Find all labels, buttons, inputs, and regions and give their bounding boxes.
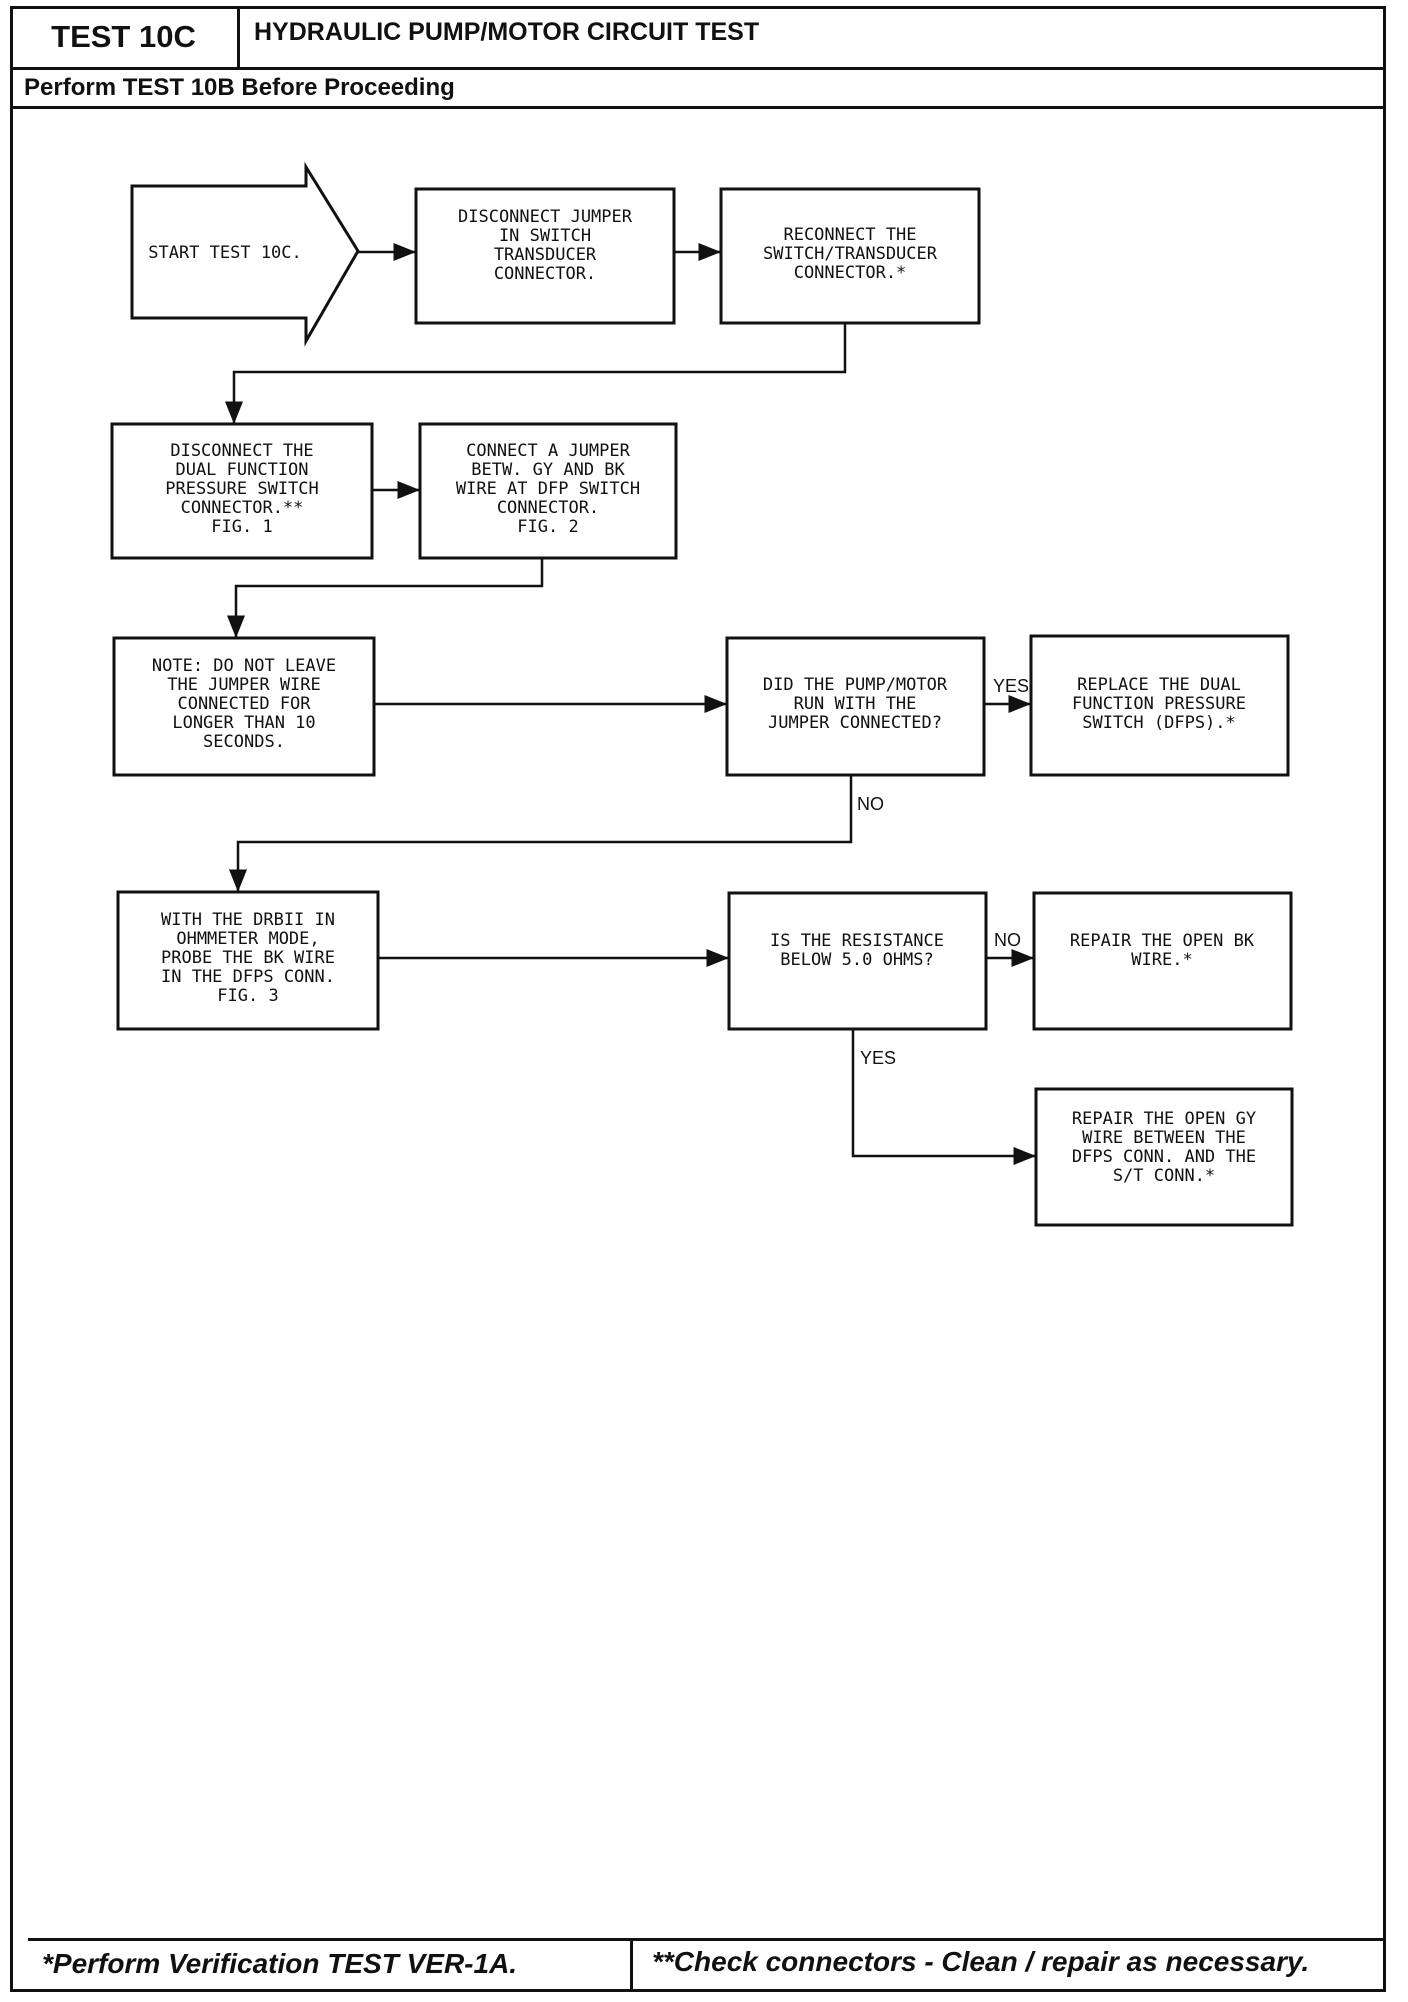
box-text-line: DISCONNECT THE <box>170 441 313 461</box>
box-text-line: WITH THE DRBII IN <box>161 910 335 930</box>
connector-jumper-to-note <box>227 558 544 638</box>
page-frame <box>10 6 1386 1992</box>
box-text-line: PROBE THE BK WIRE <box>161 948 335 968</box>
box-text-line: CONNECTOR. <box>494 264 596 284</box>
repair-gy-box <box>1034 1087 1294 1227</box>
box-text-line: SWITCH (DFPS).* <box>1082 713 1236 733</box>
box-text-line: SECONDS. <box>203 732 285 752</box>
pump-question-box <box>725 636 986 777</box>
box-text-line: FIG. 3 <box>217 986 278 1006</box>
box-text-line: TRANSDUCER <box>494 245 597 265</box>
box-text-line: RUN WITH THE <box>794 694 917 714</box>
start-arrow <box>130 161 360 347</box>
box-text-line: NOTE: DO NOT LEAVE <box>152 656 336 676</box>
box-text-line: IN THE DFPS CONN. <box>161 967 335 987</box>
label-resistance-yes: YES <box>860 1048 896 1068</box>
footer-verification-note: *Perform Verification TEST VER-1A. <box>42 1948 518 1979</box>
box-text-line: RECONNECT THE <box>783 225 916 245</box>
box-text-line: DISCONNECT JUMPER <box>458 207 633 227</box>
box-text-line: CONNECTOR.** <box>181 498 304 518</box>
connector-pump-no <box>229 775 853 892</box>
box-text-line: IN SWITCH <box>499 226 591 246</box>
box-text-line: DFPS CONN. AND THE <box>1072 1147 1256 1167</box>
box-text-line: WIRE.* <box>1131 950 1192 970</box>
connector-resistance-yes <box>851 1029 1036 1165</box>
replace-dfps-box <box>1029 634 1290 777</box>
box-text-line: LONGER THAN 10 <box>172 713 315 733</box>
box-text-line: DID THE PUMP/MOTOR <box>763 675 948 695</box>
footer-rule <box>28 1938 1386 1941</box>
prerequisite-note: Perform TEST 10B Before Proceeding <box>24 74 455 101</box>
box-text-line: S/T CONN.* <box>1113 1166 1215 1186</box>
box-text-line: BELOW 5.0 OHMS? <box>780 950 934 970</box>
repair-bk-box <box>1032 891 1293 1031</box>
label-pump-yes: YES <box>993 676 1029 696</box>
disconnect-dfps-box <box>110 422 374 560</box>
box-text-line: CONNECTOR. <box>497 498 599 518</box>
footer-divider <box>630 1938 633 1992</box>
resistance-question-box <box>727 891 988 1031</box>
disconnect-jumper-box <box>414 187 676 325</box>
box-text-line: WIRE BETWEEN THE <box>1082 1128 1246 1148</box>
box-text-line: OHMMETER MODE, <box>176 929 319 949</box>
start-text: START TEST 10C. <box>148 243 302 263</box>
box-text-line: WIRE AT DFP SWITCH <box>456 479 640 499</box>
box-text-line: FIG. 1 <box>211 517 272 537</box>
box-text-line: CONNECTED FOR <box>177 694 311 714</box>
box-text-line: REPAIR THE OPEN GY <box>1072 1109 1256 1129</box>
label-pump-no: NO <box>857 794 884 814</box>
box-text-line: FIG. 2 <box>517 517 578 537</box>
box-text-line: FUNCTION PRESSURE <box>1072 694 1246 714</box>
note-box <box>112 636 376 777</box>
box-text-line: SWITCH/TRANSDUCER <box>763 244 938 264</box>
box-text-line: JUMPER CONNECTED? <box>768 713 942 733</box>
prerequisite-rule <box>10 106 1386 109</box>
label-resistance-no: NO <box>994 930 1021 950</box>
box-text-line: THE JUMPER WIRE <box>167 675 321 695</box>
box-text-line: CONNECTOR.* <box>794 263 907 283</box>
box-text-line: BETW. GY AND BK <box>471 460 625 480</box>
box-text-line: REPLACE THE DUAL <box>1077 675 1241 695</box>
test-id: TEST 10C <box>10 6 240 70</box>
box-text-line: PRESSURE SWITCH <box>165 479 319 499</box>
box-text-line: REPAIR THE OPEN BK <box>1070 931 1255 951</box>
connector-reconnect-to-dfps <box>225 323 847 424</box>
title-rule <box>240 67 1386 70</box>
reconnect-switch-box <box>719 187 981 325</box>
box-text-line: DUAL FUNCTION <box>175 460 308 480</box>
box-text-line: START TEST 10C. <box>148 243 302 263</box>
box-text-line: IS THE RESISTANCE <box>770 931 944 951</box>
probe-bk-box <box>116 890 380 1031</box>
footer-connector-note: **Check connectors - Clean / repair as n… <box>652 1946 1310 1977</box>
box-text-line: CONNECT A JUMPER <box>466 441 631 461</box>
test-title: HYDRAULIC PUMP/MOTOR CIRCUIT TEST <box>254 18 760 46</box>
